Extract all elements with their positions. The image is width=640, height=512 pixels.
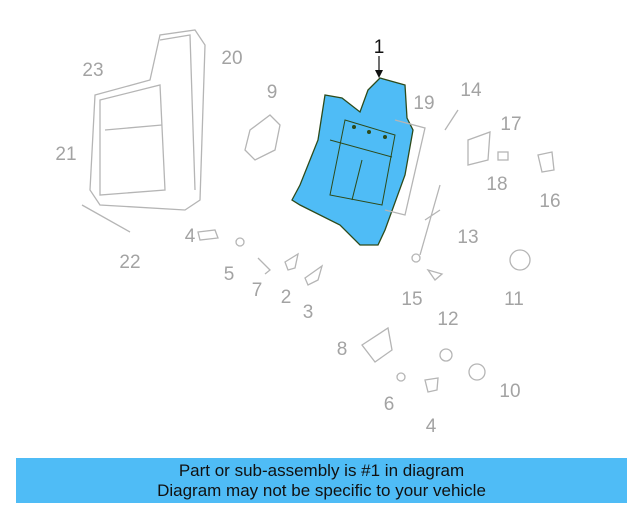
callout-7[interactable]: 7 — [252, 280, 263, 301]
other-parts-drawings — [197, 109, 555, 393]
callout-18[interactable]: 18 — [486, 174, 507, 195]
seat-back-cover-drawing — [81, 29, 206, 233]
callout-10[interactable]: 10 — [499, 381, 520, 402]
callout-12[interactable]: 12 — [437, 309, 458, 330]
info-banner: Part or sub-assembly is #1 in diagram Di… — [16, 458, 627, 503]
seat-back-frame-part-1[interactable] — [291, 56, 414, 246]
callout-6[interactable]: 6 — [384, 394, 395, 415]
callout-19[interactable]: 19 — [413, 93, 434, 114]
callout-3[interactable]: 3 — [303, 302, 314, 323]
callout-9[interactable]: 9 — [267, 82, 278, 103]
callout-8[interactable]: 8 — [337, 339, 348, 360]
callout-1[interactable]: 1 — [374, 37, 385, 58]
callout-22[interactable]: 22 — [119, 252, 140, 273]
banner-line-2: Diagram may not be specific to your vehi… — [157, 481, 486, 500]
callout-16[interactable]: 16 — [539, 191, 560, 212]
callout-23[interactable]: 23 — [82, 60, 103, 81]
callout-15[interactable]: 15 — [401, 289, 422, 310]
callout-17[interactable]: 17 — [500, 114, 521, 135]
callout-21[interactable]: 21 — [55, 144, 76, 165]
callout-11[interactable]: 11 — [504, 289, 524, 310]
callout-14[interactable]: 14 — [460, 80, 482, 101]
callout-4[interactable]: 4 — [185, 226, 196, 247]
callout-13[interactable]: 13 — [457, 227, 478, 248]
callout-20[interactable]: 20 — [221, 48, 242, 69]
callout-2[interactable]: 2 — [281, 287, 292, 308]
banner-line-1: Part or sub-assembly is #1 in diagram — [178, 461, 465, 480]
callout-5[interactable]: 5 — [224, 264, 235, 285]
callout-4[interactable]: 4 — [426, 416, 437, 437]
